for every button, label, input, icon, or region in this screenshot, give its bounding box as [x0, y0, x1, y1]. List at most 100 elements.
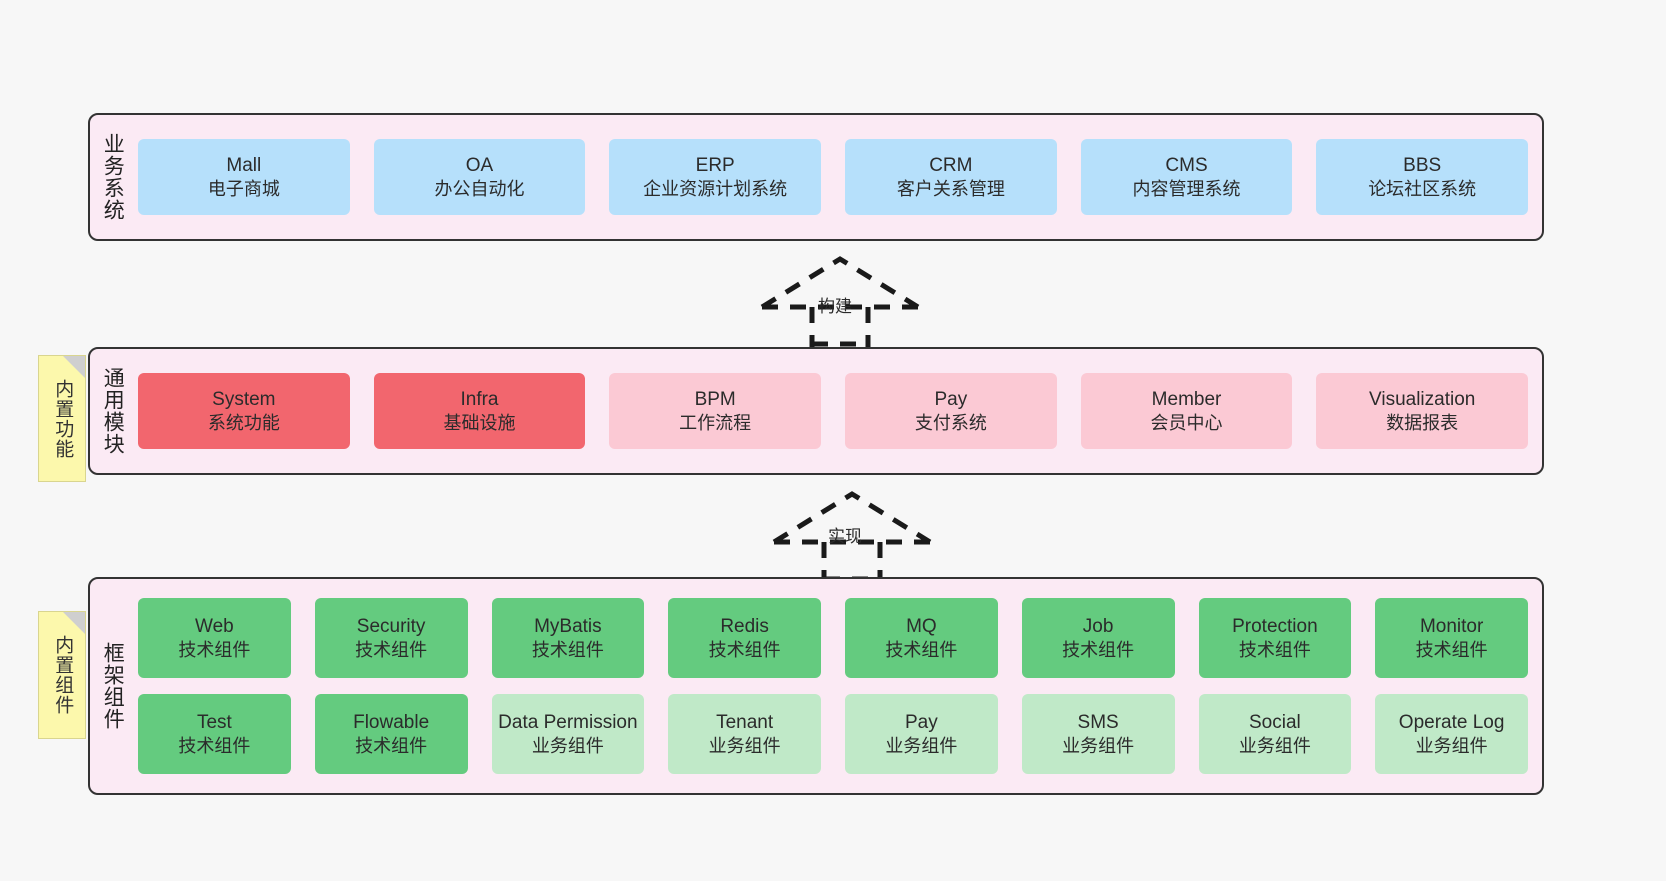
card-visualization[interactable]: Visualization 数据报表 [1316, 373, 1529, 449]
connector-build-label: 构建 [818, 297, 852, 316]
layer-framework-components: 框架组件 Web 技术组件 Security 技术组件 MyBatis 技术组件… [88, 577, 1544, 795]
card-subtitle: 内容管理系统 [1132, 178, 1241, 199]
card-title: Mall [226, 154, 262, 176]
card-title: Operate Log [1398, 711, 1505, 733]
note-builtin-component: 内置组件 [38, 611, 86, 739]
card-subtitle: 技术组件 [531, 639, 604, 660]
card-subtitle: 业务组件 [531, 735, 604, 756]
card-mybatis[interactable]: MyBatis 技术组件 [491, 598, 645, 678]
card-crm[interactable]: CRM 客户关系管理 [845, 139, 1057, 215]
note-text: 内置功能 [52, 378, 74, 459]
layer-common-modules: 通用模块 System 系统功能 Infra 基础设施 BPM 工作流程 Pay… [88, 347, 1544, 475]
card-security[interactable]: Security 技术组件 [314, 598, 468, 678]
card-title: OA [465, 154, 494, 176]
card-redis[interactable]: Redis 技术组件 [668, 598, 821, 678]
card-title: CMS [1165, 154, 1208, 176]
layer-title-business-systems: 业务系统 [101, 133, 125, 221]
card-title: Tenant [716, 711, 774, 733]
note-fold-corner-icon [63, 356, 85, 378]
card-subtitle: 会员中心 [1150, 412, 1223, 433]
note-fold-corner-icon [63, 612, 85, 634]
card-oa[interactable]: OA 办公自动化 [373, 139, 586, 215]
card-title: Protection [1232, 615, 1318, 637]
connector-build-arrow [760, 256, 920, 347]
card-bbs[interactable]: BBS 论坛社区系统 [1316, 139, 1529, 215]
card-pay-module[interactable]: Pay 支付系统 [845, 373, 1057, 449]
card-title: Member [1151, 388, 1222, 410]
card-subtitle: 技术组件 [1062, 639, 1135, 660]
card-subtitle: 业务组件 [708, 735, 781, 756]
card-title: ERP [695, 154, 735, 176]
card-title: Visualization [1369, 388, 1476, 410]
note-text: 内置组件 [52, 635, 74, 715]
card-cms[interactable]: CMS 内容管理系统 [1080, 139, 1293, 215]
card-bpm[interactable]: BPM 工作流程 [609, 373, 822, 449]
card-protection[interactable]: Protection 技术组件 [1198, 598, 1352, 678]
connector-implement-label: 实现 [828, 527, 862, 546]
card-operate-log[interactable]: Operate Log 业务组件 [1375, 694, 1528, 774]
card-title: Security [356, 615, 426, 637]
card-title: Data Permission [498, 711, 638, 733]
card-subtitle: 技术组件 [1415, 639, 1488, 660]
card-job[interactable]: Job 技术组件 [1021, 598, 1175, 678]
card-title: BPM [694, 388, 736, 410]
card-subtitle: 业务组件 [1062, 735, 1135, 756]
card-subtitle: 技术组件 [178, 735, 251, 756]
card-subtitle: 论坛社区系统 [1368, 178, 1477, 199]
card-subtitle: 工作流程 [679, 412, 752, 433]
card-title: Infra [460, 388, 499, 410]
card-subtitle: 电子商城 [207, 178, 280, 199]
card-flowable[interactable]: Flowable 技术组件 [314, 694, 468, 774]
card-mq[interactable]: MQ 技术组件 [845, 598, 998, 678]
card-subtitle: 技术组件 [1238, 639, 1311, 660]
card-title: Social [1249, 711, 1301, 733]
card-subtitle: 数据报表 [1386, 412, 1459, 433]
layer-body-business-systems: Mall 电子商城 OA 办公自动化 ERP 企业资源计划系统 CRM 客户关系… [134, 115, 1542, 239]
card-row: Web 技术组件 Security 技术组件 MyBatis 技术组件 Redi… [138, 598, 1528, 678]
card-title: Pay [934, 388, 968, 410]
card-sms[interactable]: SMS 业务组件 [1021, 694, 1175, 774]
card-system[interactable]: System 系统功能 [138, 373, 350, 449]
card-title: MyBatis [534, 615, 602, 637]
card-erp[interactable]: ERP 企业资源计划系统 [609, 139, 822, 215]
layer-title-common-modules: 通用模块 [101, 367, 125, 455]
card-data-permission[interactable]: Data Permission 业务组件 [491, 694, 645, 774]
card-infra[interactable]: Infra 基础设施 [373, 373, 586, 449]
layer-body-common-modules: System 系统功能 Infra 基础设施 BPM 工作流程 Pay 支付系统… [134, 349, 1542, 473]
card-title: Flowable [353, 711, 430, 733]
card-test[interactable]: Test 技术组件 [138, 694, 291, 774]
card-subtitle: 业务组件 [1238, 735, 1311, 756]
card-title: CRM [929, 154, 973, 176]
card-row: Mall 电子商城 OA 办公自动化 ERP 企业资源计划系统 CRM 客户关系… [138, 139, 1529, 215]
layer-business-systems: 业务系统 Mall 电子商城 OA 办公自动化 ERP 企业资源计划系统 CRM… [88, 113, 1544, 241]
card-title: Test [196, 711, 232, 733]
layer-title-framework-components: 框架组件 [101, 642, 125, 730]
card-subtitle: 技术组件 [355, 735, 428, 756]
layer-body-framework-components: Web 技术组件 Security 技术组件 MyBatis 技术组件 Redi… [134, 579, 1542, 793]
card-pay-component[interactable]: Pay 业务组件 [845, 694, 998, 774]
card-tenant[interactable]: Tenant 业务组件 [668, 694, 821, 774]
card-subtitle: 客户关系管理 [896, 178, 1005, 199]
note-builtin-feature: 内置功能 [38, 355, 86, 482]
card-title: System [212, 388, 276, 410]
card-social[interactable]: Social 业务组件 [1198, 694, 1352, 774]
card-title: Web [195, 615, 234, 637]
card-subtitle: 技术组件 [708, 639, 781, 660]
card-title: BBS [1403, 154, 1442, 176]
card-mall[interactable]: Mall 电子商城 [138, 139, 350, 215]
card-title: Redis [720, 615, 769, 637]
card-member[interactable]: Member 会员中心 [1080, 373, 1293, 449]
card-subtitle: 支付系统 [914, 412, 987, 433]
card-web[interactable]: Web 技术组件 [138, 598, 291, 678]
card-subtitle: 技术组件 [178, 639, 251, 660]
card-subtitle: 业务组件 [1415, 735, 1488, 756]
card-title: Job [1082, 615, 1114, 637]
card-row: Test 技术组件 Flowable 技术组件 Data Permission … [138, 694, 1528, 774]
card-subtitle: 系统功能 [207, 412, 280, 433]
card-title: Pay [905, 711, 938, 733]
card-title: Monitor [1419, 615, 1484, 637]
card-subtitle: 基础设施 [443, 412, 516, 433]
card-monitor[interactable]: Monitor 技术组件 [1375, 598, 1528, 678]
card-subtitle: 技术组件 [885, 639, 958, 660]
